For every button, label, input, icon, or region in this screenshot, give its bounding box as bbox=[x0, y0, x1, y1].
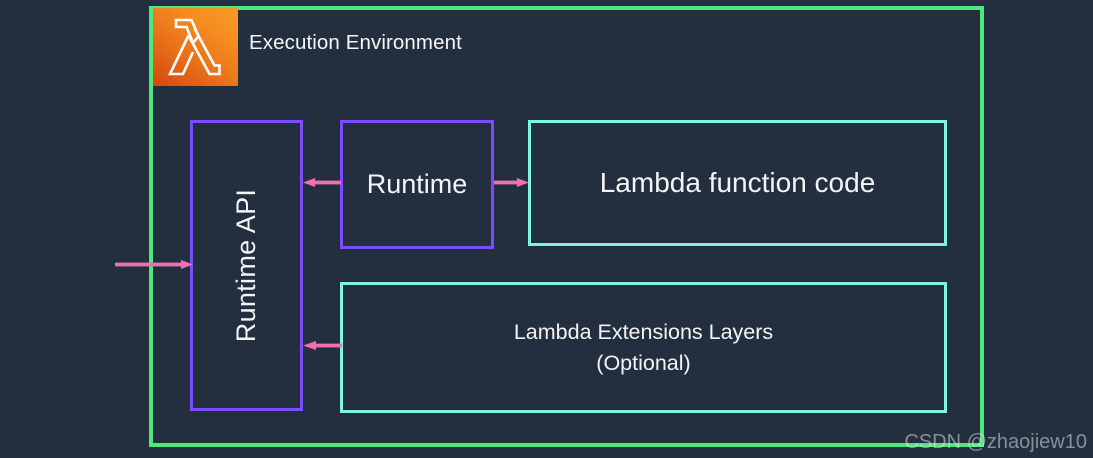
execution-environment-title: Execution Environment bbox=[249, 31, 462, 54]
lambda-extensions-layers-box: Lambda Extensions Layers (Optional) bbox=[340, 282, 947, 413]
runtime-api-box: Runtime API bbox=[190, 120, 303, 411]
runtime-label: Runtime bbox=[366, 169, 468, 199]
runtime-box: Runtime bbox=[340, 120, 494, 249]
arrow-runtime-to-function-code bbox=[494, 178, 529, 187]
arrow-runtime-to-runtime-api bbox=[303, 178, 341, 187]
lambda-extensions-layers-label-line2: (Optional) bbox=[596, 350, 691, 375]
arrow-inbound-to-runtime-api bbox=[115, 260, 193, 269]
lambda-extensions-layers-label-group: Lambda Extensions Layers (Optional) bbox=[514, 317, 773, 378]
lambda-function-code-label: Lambda function code bbox=[599, 167, 876, 198]
aws-lambda-icon bbox=[153, 8, 238, 86]
watermark: CSDN @zhaojiew10 bbox=[904, 431, 1087, 453]
lambda-function-code-box: Lambda function code bbox=[528, 120, 947, 246]
lambda-extensions-layers-label-line1: Lambda Extensions Layers bbox=[513, 319, 774, 344]
runtime-api-label: Runtime API bbox=[231, 188, 261, 343]
arrow-extensions-to-runtime-api bbox=[303, 341, 342, 350]
execution-environment-container bbox=[149, 6, 984, 447]
